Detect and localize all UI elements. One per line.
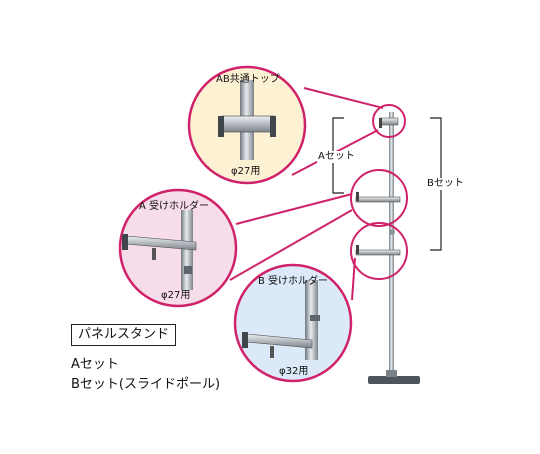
ab-top-label: AB共通トップ [216, 74, 280, 85]
b-holder-size: φ32用 [279, 366, 309, 377]
set-item-b: Bセット(スライドポール) [71, 377, 221, 392]
a-set-bracket-label: Aセット [317, 151, 356, 163]
connector-ab-top [303, 87, 384, 109]
stand-a-holder [355, 192, 401, 203]
set-item-a: Aセット [71, 357, 119, 372]
ab-top-size: φ27用 [231, 166, 261, 177]
connector-a-holder-2 [229, 209, 353, 281]
stand-highlight-rings [350, 104, 408, 280]
circle-ab-top [187, 65, 307, 185]
circle-b-holder [233, 263, 353, 383]
connector-a-holder [235, 193, 353, 225]
a-holder-label: A 受けホルダー [139, 201, 210, 212]
circle-a-holder [118, 188, 238, 308]
ring-a [350, 169, 408, 227]
connector-lines [229, 87, 384, 301]
ring-b [350, 222, 408, 280]
stand-top-piece [379, 117, 399, 128]
ab-top-clamp [221, 115, 275, 133]
a-holder-pole [181, 210, 193, 290]
panel-stand-title: パネルスタンド [71, 324, 177, 346]
stand-b-holder [355, 245, 401, 256]
ring-top [372, 104, 406, 138]
stand-pole [368, 112, 420, 384]
b-holder-label: B 受けホルダー [258, 276, 329, 287]
a-holder-size: φ27用 [161, 290, 191, 301]
b-set-bracket-label: Bセット [426, 178, 465, 190]
